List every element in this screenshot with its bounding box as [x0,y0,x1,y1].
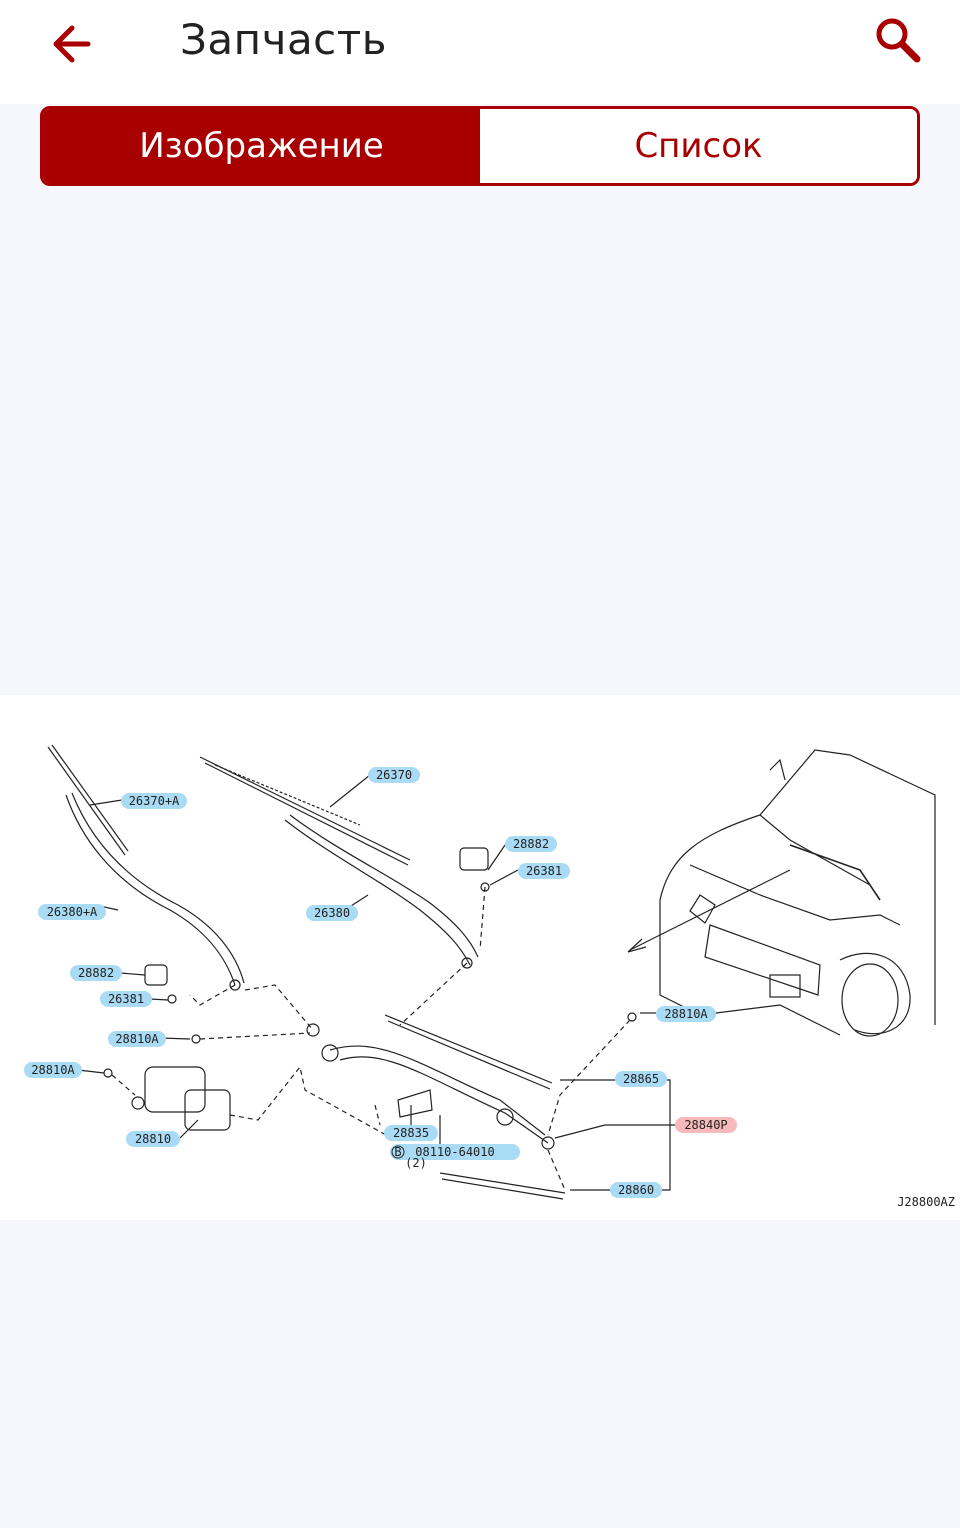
callout-28810a-center[interactable]: 28810A [108,1031,166,1047]
svg-text:26380+A: 26380+A [47,905,98,919]
svg-text:28810: 28810 [135,1132,171,1146]
callout-28810a-left[interactable]: 28810A [24,1062,82,1078]
svg-text:28865: 28865 [623,1072,659,1086]
tab-image[interactable]: Изображение [43,109,480,183]
app-bar: Запчасть [0,0,960,104]
callout-26380a[interactable]: 26380+A [38,904,106,920]
svg-text:B: B [394,1145,401,1159]
svg-text:08110-64010: 08110-64010 [415,1145,494,1159]
svg-text:26381: 26381 [526,864,562,878]
callout-26370[interactable]: 26370 [368,767,420,783]
callout-26370a[interactable]: 26370+A [121,793,187,809]
search-button[interactable] [866,8,930,72]
svg-text:26370+A: 26370+A [129,794,180,808]
page-title: Запчасть [180,15,387,64]
callout-28865[interactable]: 28865 [615,1071,667,1087]
diagram-code: J28800AZ [897,1195,955,1209]
arrow-left-icon [53,25,91,63]
callout-26380[interactable]: 26380 [306,905,358,921]
quantity-label: (2) [405,1156,427,1170]
svg-text:28810A: 28810A [664,1007,708,1021]
svg-text:28810A: 28810A [31,1063,75,1077]
back-button[interactable] [40,12,104,76]
search-icon [876,18,921,63]
callout-28840p[interactable]: 28840P [675,1117,737,1133]
callout-08110-64010[interactable]: B 08110-64010 [390,1144,520,1160]
callout-28835[interactable]: 28835 [384,1125,438,1141]
svg-text:26370: 26370 [376,768,412,782]
svg-text:26380: 26380 [314,906,350,920]
callout-26381-left[interactable]: 26381 [100,991,152,1007]
svg-text:28882: 28882 [513,837,549,851]
callout-28860[interactable]: 28860 [610,1182,662,1198]
parts-diagram[interactable]: 26370+A 26370 28882 26381 26380+A 26380 … [0,695,960,1220]
svg-text:28840P: 28840P [684,1118,727,1132]
svg-text:28835: 28835 [393,1126,429,1140]
svg-text:26381: 26381 [108,992,144,1006]
callout-28810a-right[interactable]: 28810A [656,1006,716,1022]
callout-28882-left[interactable]: 28882 [70,965,122,981]
svg-text:28882: 28882 [78,966,114,980]
callout-26381-right[interactable]: 26381 [518,863,570,879]
svg-text:28810A: 28810A [115,1032,159,1046]
callout-28810[interactable]: 28810 [126,1131,180,1147]
view-toggle: Изображение Список [40,106,920,186]
diagram-artwork [47,744,936,1200]
svg-text:28860: 28860 [618,1183,654,1197]
callout-28882-right[interactable]: 28882 [505,836,557,852]
tab-list[interactable]: Список [480,109,917,183]
